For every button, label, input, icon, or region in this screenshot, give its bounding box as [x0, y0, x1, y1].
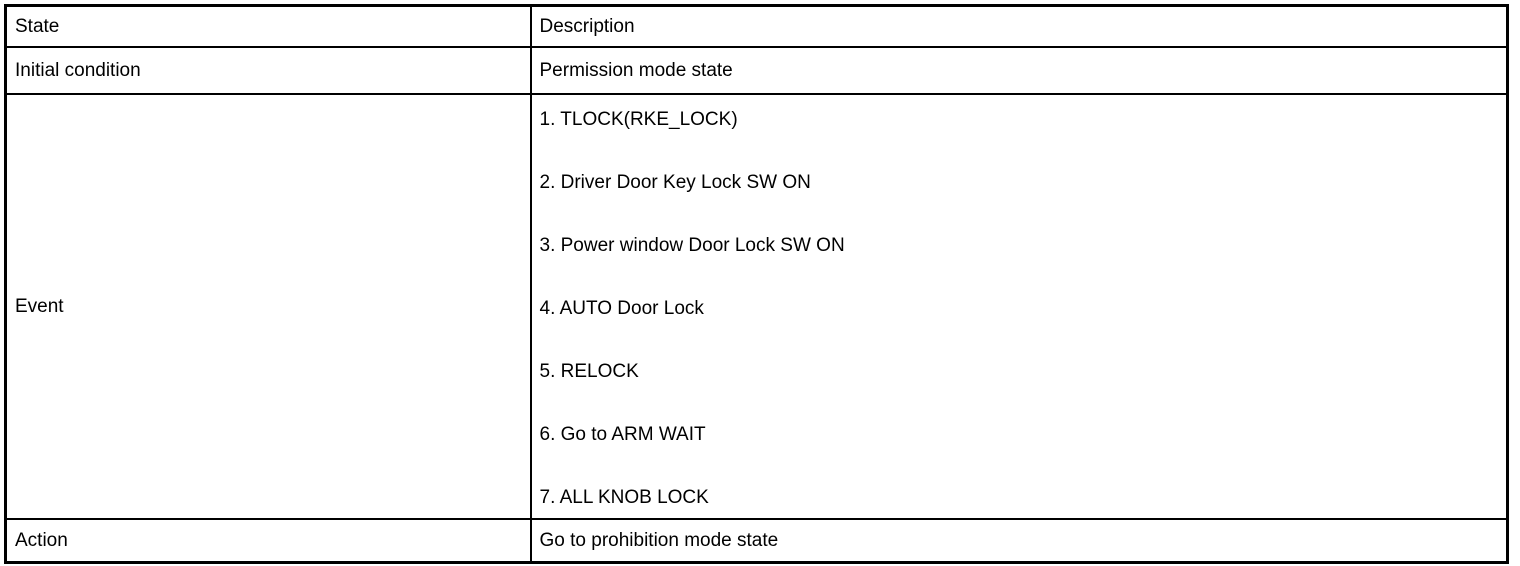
event-item-6: 6. Go to ARM WAIT: [539, 424, 706, 445]
action-label: Action: [4, 518, 532, 564]
event-item-5: 5. RELOCK: [539, 361, 639, 382]
table-row-action: Action Go to prohibition mode state: [4, 518, 1509, 564]
header-cell-state: State: [4, 4, 532, 48]
header-cell-description: Description: [529, 4, 1509, 48]
table-row-event: Event 1. TLOCK(RKE_LOCK) 2. Driver Door …: [4, 93, 1509, 520]
event-item-2: 2. Driver Door Key Lock SW ON: [539, 172, 811, 193]
initial-condition-label: Initial condition: [4, 46, 532, 95]
event-label: Event: [4, 93, 532, 520]
action-description: Go to prohibition mode state: [529, 518, 1509, 564]
table-header-row: State Description: [4, 4, 1509, 48]
event-item-7: 7. ALL KNOB LOCK: [539, 487, 709, 508]
event-item-3: 3. Power window Door Lock SW ON: [539, 235, 845, 256]
table-row-initial-condition: Initial condition Permission mode state: [4, 46, 1509, 95]
event-item-4: 4. AUTO Door Lock: [539, 298, 704, 319]
initial-condition-description: Permission mode state: [529, 46, 1509, 95]
event-description-cell: 1. TLOCK(RKE_LOCK) 2. Driver Door Key Lo…: [529, 93, 1509, 520]
event-item-1: 1. TLOCK(RKE_LOCK): [539, 109, 738, 130]
state-description-table: State Description Initial condition Perm…: [4, 4, 1509, 564]
